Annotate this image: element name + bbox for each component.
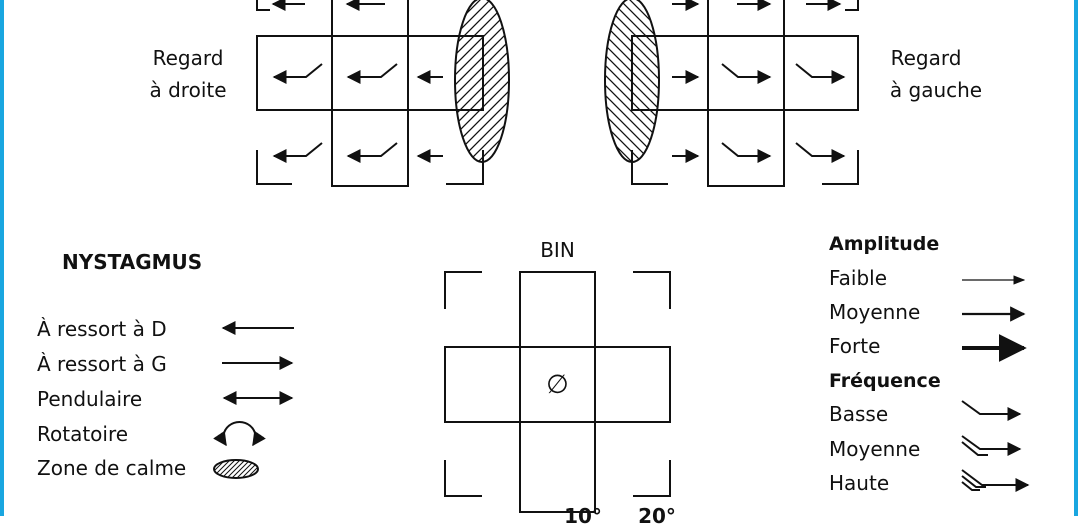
beat-right-icon [721,142,772,163]
bin-scale-label-20: 20° [638,504,676,528]
corner-bracket-top-left [444,271,482,309]
amplitude-legend-title: Amplitude [829,233,940,255]
corner-bracket-top-left [256,0,270,11]
frequency-label-basse: Basse [829,402,889,426]
label-regard-droite-line1: Regard [152,46,224,70]
bin-column [519,271,596,513]
amplitude-label-forte: Forte [829,334,881,358]
grid-row-middle [631,35,859,111]
frame-edge-left [0,0,4,516]
frequency-legend-title: Fréquence [829,370,941,392]
amplitude-label-faible: Faible [829,266,888,290]
legend-label-ressort-g: À ressort à G [37,352,167,376]
panel-regard-gauche [631,0,859,187]
grid-column-center [707,0,785,187]
panel-regard-droite [256,0,484,187]
bin-center-symbol: ∅ [546,370,569,400]
corner-bracket-top-right [633,271,671,309]
legend-label-rotatoire: Rotatoire [37,422,129,446]
rotation-icon [213,421,266,447]
corner-bracket-bottom-left [256,150,292,185]
high-frequency-extra-stroke-2 [961,481,980,491]
high-frequency-extra-stroke-1 [961,475,986,488]
beat-right-icon [721,63,772,84]
beat-left-icon [272,63,323,84]
beat-left-icon [346,63,398,84]
legend-label-ressort-d: À ressort à D [37,317,167,341]
nystagmus-legend-title: NYSTAGMUS [62,250,203,274]
beat-right-icon [795,63,846,84]
high-frequency-arrow-icon [961,469,1030,492]
corner-bracket-bottom-right [822,150,859,185]
panel-bin [444,271,671,513]
bin-row [444,346,671,423]
corner-bracket-bottom-right [633,460,671,497]
label-regard-gauche-line1: Regard [890,46,962,70]
nystagmus-diagram [213,0,1030,513]
legend-label-zone-calme: Zone de calme [37,456,187,480]
grid-column-center [331,0,409,187]
corner-bracket-top-right [845,0,859,11]
beat-right-icon [795,142,846,163]
low-frequency-arrow-icon [961,400,1022,421]
calm-zone-ellipse-left [454,0,510,163]
bin-title: BIN [540,238,575,262]
grid-row-middle [256,35,484,111]
frame-edge-right [1074,0,1078,516]
amplitude-label-moyenne: Moyenne [829,300,921,324]
corner-bracket-bottom-left [444,460,482,497]
label-regard-droite-line2: à droite [149,78,227,102]
beat-left-icon [346,142,398,163]
hatched-ellipse-icon [213,459,259,479]
beat-left-icon [272,142,323,163]
medium-frequency-extra-stroke [961,441,988,456]
medium-frequency-arrow-icon [961,435,1022,456]
legend-label-pendulaire: Pendulaire [37,387,143,411]
bin-scale-label-10: 10° [564,504,602,528]
label-regard-gauche-line2: à gauche [889,78,983,102]
calm-zone-ellipse-right [604,0,660,163]
frequency-label-moyenne: Moyenne [829,437,921,461]
frequency-label-haute: Haute [829,471,890,495]
